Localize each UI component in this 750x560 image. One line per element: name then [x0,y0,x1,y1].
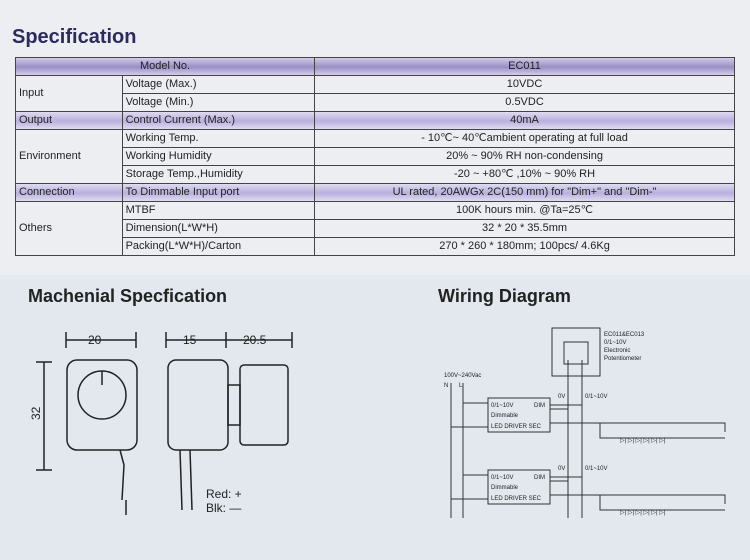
value: 32 * 20 * 35.5mm [314,219,735,238]
spec-title: Specification [12,26,137,48]
group-connection: Connection [15,183,123,202]
value: 0.5VDC [314,93,735,112]
svg-text:0/1~10V: 0/1~10V [491,475,514,481]
value: -20 ~ +80℃ ,10% ~ 90% RH [314,165,735,184]
svg-text:Dimmable: Dimmable [491,413,519,419]
pot-label: Potentiometer [604,356,641,362]
pot-label: 0/1~10V [604,340,627,346]
dim-depth2: 20.5 [243,333,267,347]
value: 270 * 260 * 180mm; 100pcs/ 4.6Kg [314,237,735,256]
svg-text:DIM: DIM [534,475,545,481]
svg-text:▷| ▷| ▷| ▷| ▷| ▷|: ▷| ▷| ▷| ▷| ▷| ▷| [620,510,666,516]
svg-text:0/1~10V: 0/1~10V [491,403,514,409]
value: 100K hours min. @Ta=25℃ [314,201,735,220]
value: - 10℃~ 40℃ambient operating at full load [314,129,735,148]
group-environment: Environment [15,129,123,184]
svg-text:0V: 0V [558,394,565,400]
svg-text:0/1~10V: 0/1~10V [585,394,608,400]
mechanical-title: Machenial Specfication [28,286,228,306]
value: 10VDC [314,75,735,94]
group-input: Input [15,75,123,112]
black-wire-label: Blk: — [206,501,241,515]
pot-label: EC011&EC013 [604,332,645,338]
value: 20% ~ 90% RH non-condensing [314,147,735,166]
svg-text:LED DRIVER SEC: LED DRIVER SEC [491,496,542,502]
svg-text:0V: 0V [558,466,565,472]
svg-text:DIM: DIM [534,403,545,409]
dim-height: 32 [29,406,43,420]
svg-text:▷| ▷| ▷| ▷| ▷| ▷|: ▷| ▷| ▷| ▷| ▷| ▷| [620,438,666,444]
param: Dimension(L*W*H) [121,219,316,238]
dim-depth1: 15 [183,333,197,347]
value: 40mA [314,111,735,130]
group-others: Others [15,201,123,256]
header-label: Model No. [14,57,316,76]
mechanical-drawing: 20 15 20.5 32 Red: + Blk: — [29,332,293,515]
param: Storage Temp.,Humidity [121,165,316,184]
param: Working Temp. [121,129,316,148]
param: Control Current (Max.) [121,111,316,130]
param: Voltage (Max.) [121,75,316,94]
wiring-diagram: EC011&EC013 0/1~10V Electronic Potentiom… [444,327,726,518]
wiring-title: Wiring Diagram [438,286,571,306]
supply-label: 100V~240Vac [444,373,481,379]
pot-label: Electronic [604,348,630,354]
param: Working Humidity [121,147,316,166]
n-label: N [444,383,448,389]
potentiometer [551,327,601,377]
param: Packing(L*W*H)/Carton [121,237,316,256]
group-output: Output [15,111,123,130]
param: MTBF [121,201,316,220]
param: Voltage (Min.) [121,93,316,112]
svg-text:0/1~10V: 0/1~10V [585,466,608,472]
svg-text:LED DRIVER SEC: LED DRIVER SEC [491,424,542,430]
value: UL rated, 20AWGx 2C(150 mm) for "Dim+" a… [314,183,735,202]
l-label: L [459,383,463,389]
red-wire-label: Red: + [206,487,242,501]
svg-text:Dimmable: Dimmable [491,485,519,491]
dim-width: 20 [88,333,102,347]
header-value: EC011 [314,57,735,76]
param: To Dimmable Input port [121,183,316,202]
drawings-panel [0,280,750,560]
